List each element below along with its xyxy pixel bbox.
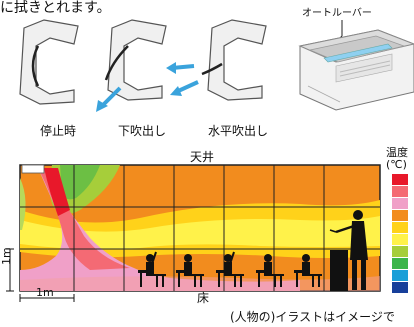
mode-label-down-blow: 下吹出し xyxy=(118,124,167,138)
horizontal-scale-bar xyxy=(19,294,75,302)
louver-horizontal-blow-icon xyxy=(166,19,267,101)
intro-text: に拭きとれます。 xyxy=(0,0,111,16)
legend-swatch xyxy=(392,198,408,210)
ceiling-unit-illustration xyxy=(298,20,414,111)
auto-louver-label: オートルーバー xyxy=(302,8,372,19)
mode-label-stop: 停止時 xyxy=(40,124,77,138)
ceiling-label: 天井 xyxy=(190,150,215,164)
louver-down-blow-icon xyxy=(96,19,167,112)
legend-title: 温度 xyxy=(386,146,408,159)
vertical-scale-label: 1m xyxy=(0,247,13,265)
legend-swatch xyxy=(392,234,408,246)
legend-swatch xyxy=(392,246,408,258)
teacher-figure xyxy=(329,210,368,290)
legend-swatch xyxy=(392,270,408,282)
legend-swatch xyxy=(392,186,408,198)
legend-swatch xyxy=(392,210,408,222)
legend-swatch xyxy=(392,258,408,270)
podium xyxy=(330,250,348,291)
seated-students xyxy=(138,251,322,287)
louver-modes-diagram xyxy=(19,19,267,112)
horizontal-scale-label: 1m xyxy=(36,286,54,299)
floor-label: 床 xyxy=(197,291,210,305)
legend-swatch xyxy=(392,174,408,186)
temperature-legend xyxy=(392,174,408,294)
ceiling-unit-marker xyxy=(21,164,45,174)
grid-lines xyxy=(20,165,380,291)
illustration-note: (人物の)イラストはイメージで xyxy=(230,310,395,324)
mode-label-horizontal-blow: 水平吹出し xyxy=(208,124,269,138)
vertical-scale-bar xyxy=(6,248,14,292)
legend-swatch xyxy=(392,222,408,234)
legend-unit: (℃) xyxy=(386,158,407,171)
temperature-distribution-chart xyxy=(6,164,381,302)
legend-swatch xyxy=(392,282,408,294)
louver-stop-icon xyxy=(19,19,79,105)
